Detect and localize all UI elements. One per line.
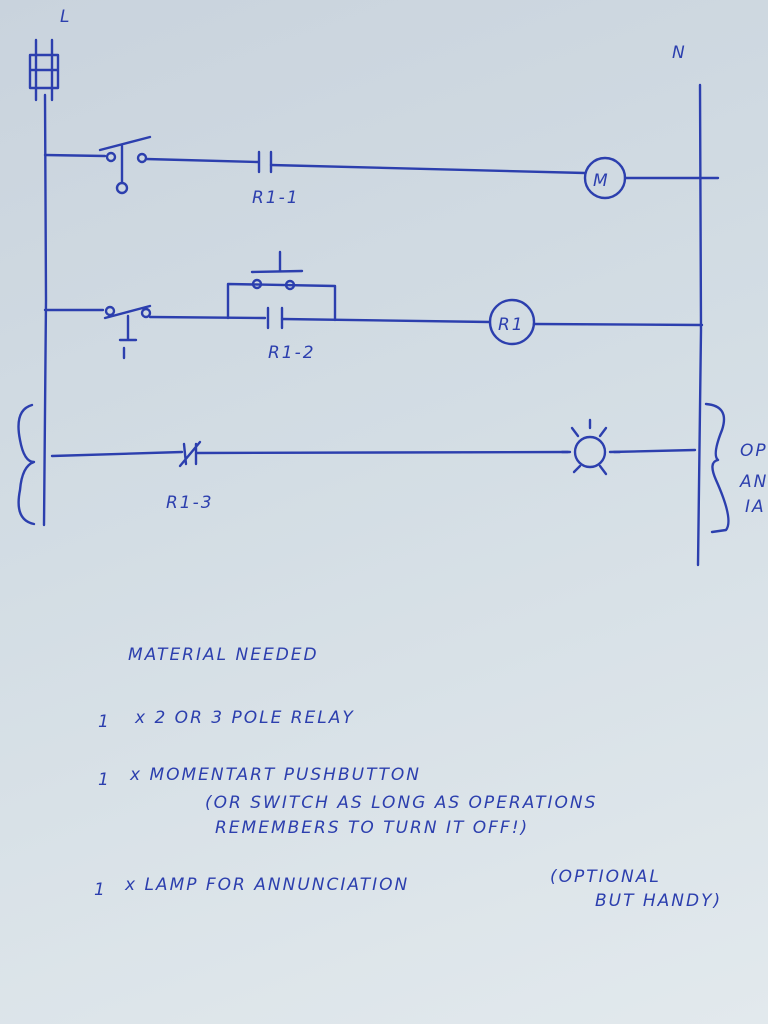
wire (43, 153, 107, 158)
rung-2: R1 R1-2 (43, 250, 704, 363)
seal-in-branch (226, 282, 337, 322)
relay-coil-symbol (488, 298, 536, 346)
item-subtext: REMEMBERS TO TURN IT OFF!) (215, 818, 529, 838)
no-contact-symbol (266, 306, 284, 330)
line-rail: L (28, 7, 71, 527)
left-brace (17, 403, 36, 526)
item-subtext: (OR SWITCH AS LONG AS OPERATIONS (205, 793, 597, 813)
rung-3: R1-3 OPT AN IA (17, 402, 768, 534)
wire (280, 317, 492, 324)
side-note: OPT (740, 441, 768, 461)
relay-coil-label: R1 (498, 315, 525, 335)
item-text: x 2 OR 3 POLE RELAY (134, 708, 355, 728)
wire (608, 448, 697, 454)
seal-in-pushbutton-symbol (250, 250, 304, 291)
neutral-label: N (672, 43, 687, 63)
wire (144, 157, 260, 164)
wire (195, 450, 572, 455)
wire (269, 163, 587, 175)
wire (148, 315, 267, 320)
contact-label: R1-3 (166, 493, 214, 513)
contact-label: R1-2 (268, 343, 316, 363)
no-contact-symbol (257, 150, 273, 174)
item-text: x LAMP FOR ANNUNCIATION (124, 875, 409, 895)
qty: 1 (98, 770, 111, 790)
item-aside: BUT HANDY) (595, 891, 722, 911)
right-brace (704, 402, 730, 534)
motor-label: M (593, 171, 610, 191)
qty: 1 (94, 880, 107, 900)
wire (50, 450, 184, 458)
lamp-symbol (560, 418, 622, 476)
item-text: x MOMENTART PUSHBUTTON (129, 765, 421, 785)
materials-notes: MATERIAL NEEDED 1 x 2 OR 3 POLE RELAY 1 … (94, 645, 722, 911)
side-note: IA (745, 497, 766, 517)
wire (532, 322, 704, 327)
nc-contact-symbol (178, 440, 202, 468)
neutral-rail: N (672, 43, 703, 567)
notes-heading: MATERIAL NEEDED (128, 645, 319, 665)
item-aside: (OPTIONAL (550, 867, 661, 887)
rung-1: M R1-1 (43, 135, 720, 208)
line-label: L (60, 7, 71, 27)
start-pushbutton-symbol (98, 135, 152, 195)
contact-label: R1-1 (252, 188, 300, 208)
side-note: AN (739, 472, 768, 492)
qty: 1 (98, 712, 111, 732)
stop-pushbutton-symbol (103, 304, 152, 360)
